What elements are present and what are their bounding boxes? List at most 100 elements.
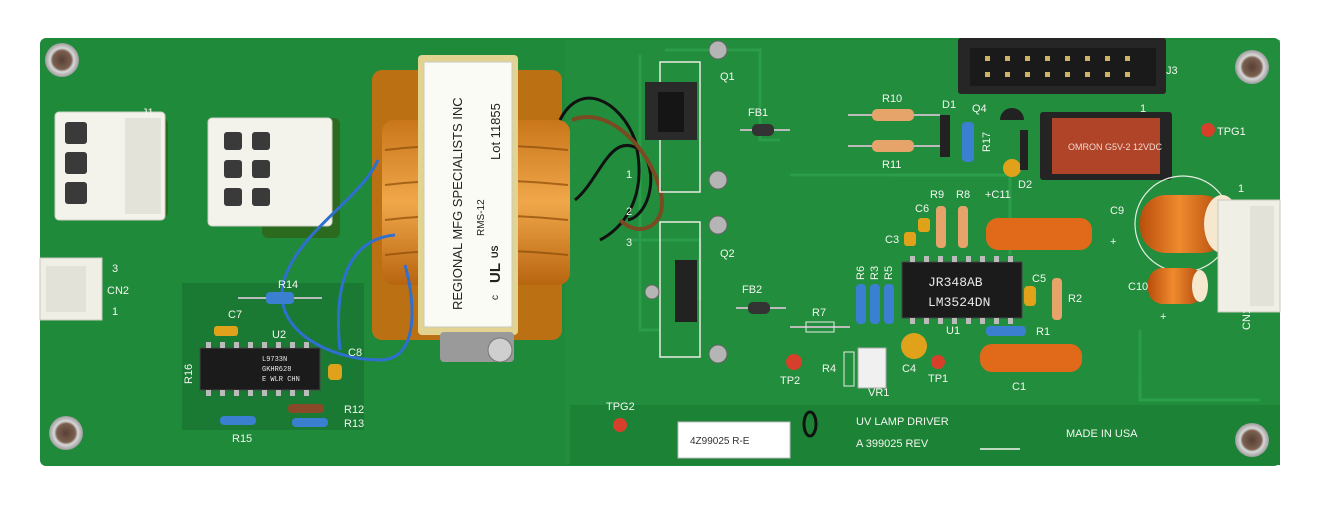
tp2-test-point: TP2: [780, 354, 802, 387]
c9-plus: +: [1110, 236, 1116, 248]
ul-cert-mark: UL: [487, 263, 504, 283]
cn2-pin3-label: 3: [112, 263, 118, 275]
r2-resistor: R2: [1052, 278, 1082, 320]
board-part-number: A 399025 REV: [856, 438, 929, 450]
c6-capacitor: C6: [915, 203, 930, 232]
mounting-hole: [1235, 423, 1269, 457]
j3-header: J3 1: [958, 38, 1178, 115]
c4-capacitor: C4: [901, 333, 927, 375]
r2-label: R2: [1068, 293, 1082, 305]
r16-label: R16: [183, 364, 195, 384]
transformer-maker-label: REGIONAL MFG SPECIALISTS INC: [450, 97, 465, 310]
r15-resistor: R15: [220, 416, 256, 445]
r15-label: R15: [232, 433, 252, 445]
d2-label: D2: [1018, 179, 1032, 191]
r6-r3-r5-resistors: R6 R3 R5: [855, 266, 895, 324]
tpg1-test-point: TPG1: [1201, 123, 1246, 138]
mounting-hole: [1235, 50, 1269, 84]
r13-resistor: R13: [292, 418, 364, 430]
r7-label: R7: [812, 307, 826, 319]
c5-label: C5: [1032, 273, 1046, 285]
u1-marking-line1: JR348AB: [928, 275, 983, 290]
q2-label: Q2: [720, 248, 735, 260]
u2-marking-line1: L9733N: [262, 356, 287, 364]
c7-capacitor: C7: [214, 309, 242, 336]
sticker-label: 4Z99025 R-E: [677, 421, 791, 459]
r1-resistor: R1: [986, 326, 1050, 338]
r10-resistor: R10: [848, 93, 940, 121]
r4-label: R4: [822, 363, 836, 375]
c3-label: C3: [885, 234, 899, 246]
pin1-label: 1: [626, 169, 632, 181]
vr1-trimmer: VR1: [857, 347, 889, 399]
r8-label: R8: [956, 189, 970, 201]
c10-plus: +: [1160, 311, 1166, 323]
c9-label: C9: [1110, 205, 1124, 217]
mounting-hole: [49, 416, 83, 450]
u1-marking-line2: LM3524DN: [928, 295, 990, 310]
transformer-lot-label: Lot 11855: [488, 103, 503, 160]
r11-label: R11: [882, 159, 901, 171]
pcb-bottom-right-panel: [570, 405, 1280, 465]
tp2-label: TP2: [780, 375, 800, 387]
u2-chip: L9733N GKHR628 E WLR CHN U2: [199, 329, 321, 396]
c8-capacitor: C8: [328, 347, 362, 380]
r17-label: R17: [981, 132, 993, 152]
c3-capacitor: C3: [885, 232, 916, 246]
ul-cert-suffix: US: [490, 245, 500, 258]
cn2-connector: 3 CN2 1: [39, 257, 129, 321]
d2-diode: D2: [1018, 130, 1032, 191]
r8-resistor: R8: [956, 189, 970, 248]
relay-text: OMRON G5V-2 12VDC: [1068, 142, 1163, 152]
r14-label: R14: [278, 279, 298, 291]
r1-label: R1: [1036, 326, 1050, 338]
c1-capacitor: C1: [980, 344, 1082, 393]
fb2-label: FB2: [742, 284, 762, 296]
r12-label: R12: [344, 404, 364, 416]
tp1-test-point: TP1: [928, 355, 948, 385]
q4-label: Q4: [972, 103, 987, 115]
u1-chip: JR348AB LM3524DN U1: [901, 256, 1023, 337]
c8-label: C8: [348, 347, 362, 359]
orange-film-capacitor-upper: [986, 218, 1092, 250]
cn2-pin1-label: 1: [112, 306, 118, 318]
r10-label: R10: [882, 93, 902, 105]
six-pin-connector: [207, 117, 340, 238]
transformer-model-label: RMS-12: [476, 199, 487, 236]
q1-label: Q1: [720, 71, 735, 83]
c6-label: C6: [915, 203, 929, 215]
ul-cert-prefix: c: [490, 295, 501, 300]
c1-label: C1: [1012, 381, 1026, 393]
cn1-label: CN1: [1241, 308, 1253, 330]
fb2-bead: FB2: [736, 284, 786, 314]
black-marker-loop: [802, 410, 818, 438]
u2-label: U2: [272, 329, 286, 341]
c5-capacitor: C5: [1024, 273, 1046, 306]
tp1-label: TP1: [928, 373, 948, 385]
c10-label: C10: [1128, 281, 1148, 293]
c10-capacitor: C10 +: [1128, 268, 1208, 323]
r16-label-group: R16: [183, 364, 195, 384]
pin2-label: 2: [626, 206, 632, 218]
d1-label: D1: [942, 99, 956, 111]
q4-transistor: Q4: [972, 103, 1024, 120]
u2-marking-line3: E WLR CHN: [262, 376, 300, 384]
relay: OMRON G5V-2 12VDC: [1040, 112, 1172, 180]
r9-resistor: R9: [930, 189, 946, 248]
cn1-pin1-label: 1: [1238, 183, 1244, 195]
mounting-hole: [45, 43, 79, 77]
r14-resistor: R14: [238, 279, 322, 304]
u2-marking-line2: GKHR628: [262, 366, 291, 374]
r5-label: R5: [883, 266, 895, 280]
j1-connector: J1: [54, 107, 168, 221]
pin3-label: 3: [626, 237, 632, 249]
c7-label: C7: [228, 309, 242, 321]
tpg1-label: TPG1: [1217, 126, 1246, 138]
r4-resistor: R4: [822, 351, 855, 387]
c11-capacitor: +C11: [985, 159, 1021, 201]
cn2-label: CN2: [107, 285, 129, 297]
r17-resistor: R17: [962, 122, 993, 162]
r7-resistor: R7: [790, 307, 850, 333]
r11-resistor: R11: [848, 140, 940, 171]
